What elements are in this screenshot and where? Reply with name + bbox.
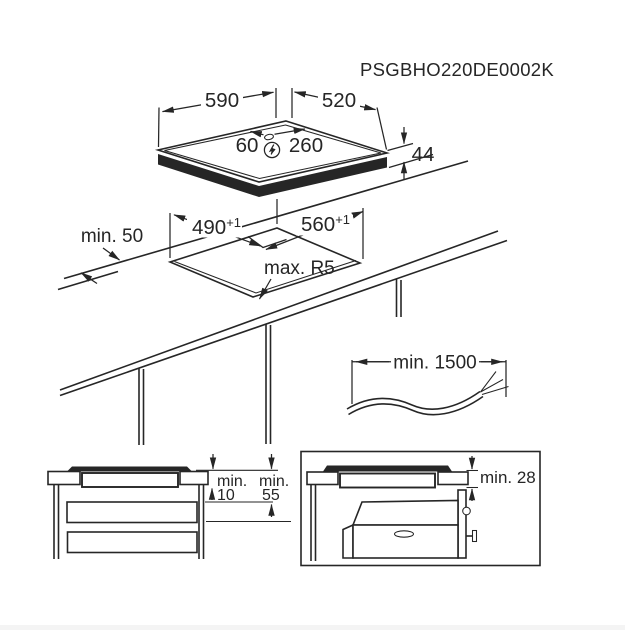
hob-glass-inner-edge bbox=[164, 124, 382, 180]
clearance-2-label: min. bbox=[259, 473, 289, 490]
label-mask bbox=[318, 91, 360, 109]
hob-body-section bbox=[81, 472, 179, 488]
cable-length-dim: min. 1500 bbox=[393, 353, 476, 374]
label-mask bbox=[391, 352, 479, 371]
mains-cable bbox=[346, 390, 481, 410]
dimension-arrow bbox=[80, 272, 98, 285]
oven-top bbox=[351, 499, 459, 526]
cutout-depth-dim: 490+1 bbox=[192, 215, 241, 239]
extension-line bbox=[157, 107, 160, 148]
worktop-section bbox=[437, 471, 469, 486]
corner-radius-dim: max. R5 bbox=[264, 258, 335, 279]
hob-width-dim: 590 bbox=[205, 89, 239, 112]
clearance-2-value: 55 bbox=[262, 487, 280, 504]
worktop-section bbox=[47, 470, 81, 486]
rear-clearance-dim: min. 50 bbox=[81, 226, 143, 247]
cutout-inner-wall bbox=[174, 260, 357, 294]
worktop-section bbox=[179, 470, 209, 486]
oven-front bbox=[352, 524, 459, 559]
drawer bbox=[66, 501, 198, 524]
electric-power-icon bbox=[263, 141, 281, 159]
oven-clearance-view: min. 28 bbox=[300, 450, 541, 567]
worktop-front-edge-lower bbox=[59, 239, 508, 397]
oven-clearance-dim: min. 28 bbox=[480, 468, 536, 487]
oven-side bbox=[342, 523, 354, 559]
cable-wire-end bbox=[480, 379, 504, 393]
dimension-arrow bbox=[258, 278, 272, 300]
adjustment-screw-head bbox=[471, 529, 478, 543]
worktop-rear-edge-inner bbox=[57, 270, 119, 291]
mains-cable-view: min. 1500 bbox=[346, 352, 509, 416]
hob-body-section bbox=[339, 472, 436, 489]
cutout-width-value: 560 bbox=[301, 213, 335, 236]
oven-handle bbox=[393, 530, 415, 538]
hob-depth-dim: 520 bbox=[322, 89, 356, 112]
worktop-cutout-view: min. 50 490+1 560+1 max. R5 bbox=[57, 160, 508, 445]
extension-line bbox=[388, 153, 434, 169]
mains-offset-left-dim: 60 bbox=[236, 134, 259, 157]
worktop-front-edge bbox=[59, 230, 499, 391]
drawing-number: PSGBHO220DE0002K bbox=[360, 59, 554, 80]
cabinet-panel bbox=[457, 489, 467, 559]
hob-base bbox=[158, 154, 387, 197]
label-mask bbox=[187, 217, 242, 238]
dimension-arrow bbox=[249, 130, 264, 138]
cutout-width-dim: 560+1 bbox=[301, 212, 350, 236]
mains-offset-right-dim: 260 bbox=[289, 134, 323, 157]
clearance-1-value: 10 bbox=[217, 487, 235, 504]
clearance-1-label: min. bbox=[217, 473, 247, 490]
mains-cable bbox=[348, 395, 484, 416]
hob-glass-section bbox=[67, 466, 192, 472]
cutout-depth-tolerance: +1 bbox=[226, 215, 241, 230]
dimension-arrow bbox=[102, 247, 121, 261]
hob-height-dim: 44 bbox=[412, 143, 435, 166]
worktop-section bbox=[306, 471, 339, 486]
label-mask bbox=[296, 214, 353, 236]
dimension-arrow bbox=[274, 127, 306, 135]
mains-entry-gland bbox=[264, 133, 274, 141]
cable-wire-end bbox=[480, 371, 497, 393]
cutout-width-tolerance: +1 bbox=[335, 212, 350, 227]
drawer bbox=[66, 531, 198, 554]
hob-top-view: 60 260 590 520 44 bbox=[154, 88, 435, 197]
hob-glass-section bbox=[323, 465, 452, 472]
drawer-clearance-view: min. 10 min. 55 bbox=[47, 454, 291, 559]
oven-hinge-knob bbox=[462, 506, 471, 516]
label-mask bbox=[201, 91, 243, 109]
cutout-depth-value: 490 bbox=[192, 216, 226, 239]
extension-line bbox=[376, 107, 388, 150]
cable-wire-end bbox=[481, 385, 509, 396]
extension-line bbox=[387, 142, 414, 152]
